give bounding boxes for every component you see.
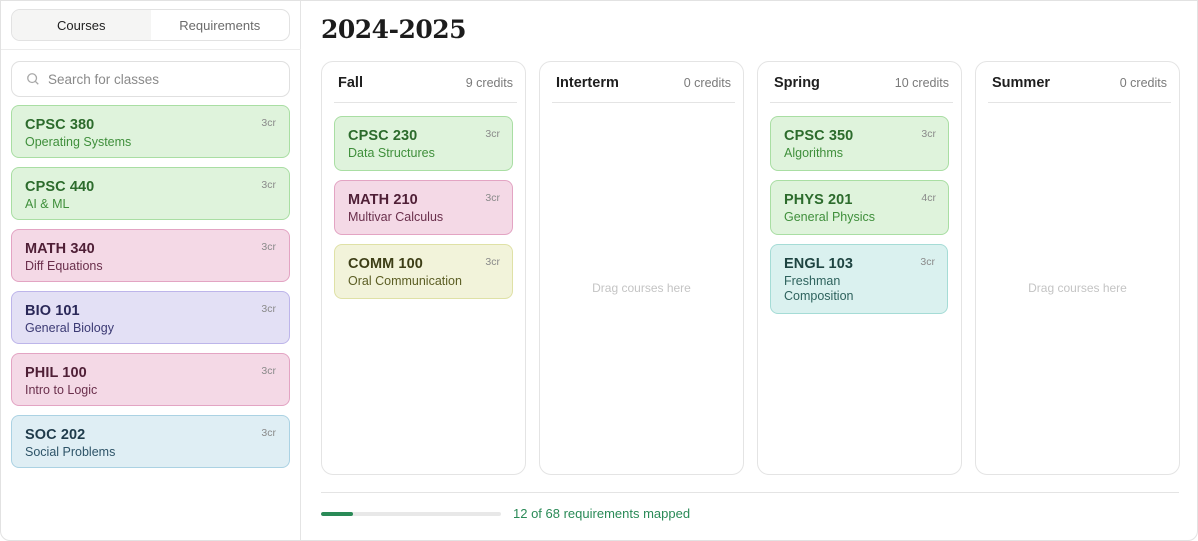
- progress-label: 12 of 68 requirements mapped: [513, 506, 691, 521]
- term-summer[interactable]: Summer 0 credits Drag courses here: [975, 61, 1180, 475]
- course-code: SOC 202: [25, 427, 86, 443]
- course-name: AI & ML: [25, 197, 70, 211]
- course-code: CPSC 440: [25, 179, 95, 195]
- course-code: ENGL 103: [784, 256, 854, 272]
- course-name: Oral Communication: [348, 274, 462, 288]
- term-credits: 10 credits: [894, 76, 949, 90]
- course-code: MATH 340: [25, 241, 95, 257]
- sidebar-tabs: Courses Requirements: [11, 9, 290, 41]
- course-card[interactable]: PHYS 201 General Physics 4cr: [770, 180, 949, 235]
- term-name: Interterm: [556, 75, 619, 91]
- term-columns: Fall 9 credits CPSC 230 Data Structures …: [321, 61, 1180, 475]
- course-card[interactable]: COMM 100 Oral Communication 3cr: [334, 244, 513, 299]
- course-credits: 4cr: [921, 192, 936, 204]
- course-code: PHYS 201: [784, 192, 853, 208]
- term-dropzone[interactable]: Drag courses here: [552, 116, 731, 462]
- course-card[interactable]: MATH 210 Multivar Calculus 3cr: [334, 180, 513, 235]
- course-credits: 3cr: [261, 179, 276, 191]
- term-header: Interterm 0 credits: [552, 62, 735, 103]
- term-name: Summer: [992, 75, 1051, 91]
- course-name: General Physics: [784, 210, 876, 224]
- requirements-progress-bar: [321, 512, 501, 516]
- course-card[interactable]: BIO 101 General Biology 3cr: [11, 291, 290, 344]
- term-credits: 9 credits: [465, 76, 513, 90]
- course-card[interactable]: CPSC 350 Algorithms 3cr: [770, 116, 949, 171]
- empty-drop-hint: Drag courses here: [592, 281, 691, 295]
- course-credits: 3cr: [261, 241, 276, 253]
- course-name: General Biology: [25, 321, 114, 335]
- course-credits: 3cr: [261, 303, 276, 315]
- course-list: CPSC 380 Operating Systems 3cr CPSC 440 …: [11, 105, 290, 477]
- course-credits: 3cr: [920, 256, 935, 268]
- course-credits: 3cr: [261, 365, 276, 377]
- planner-main: 2024-2025 Fall 9 credits CPSC 230 Data S…: [301, 1, 1197, 540]
- course-name: Social Problems: [25, 445, 116, 459]
- term-dropzone[interactable]: Drag courses here: [988, 116, 1167, 462]
- course-card[interactable]: CPSC 440 AI & ML 3cr: [11, 167, 290, 220]
- search-box[interactable]: [11, 61, 290, 97]
- course-code: COMM 100: [348, 256, 423, 272]
- sidebar-divider: [1, 49, 301, 50]
- term-credits: 0 credits: [683, 76, 731, 90]
- course-name: Freshman Composition: [784, 274, 854, 303]
- course-code: PHIL 100: [25, 365, 87, 381]
- page-title: 2024-2025: [321, 15, 467, 44]
- course-code: BIO 101: [25, 303, 80, 319]
- course-card[interactable]: ENGL 103 Freshman Composition 3cr: [770, 244, 948, 314]
- empty-drop-hint: Drag courses here: [1028, 281, 1127, 295]
- course-name: Multivar Calculus: [348, 210, 444, 224]
- progress-fill: [321, 512, 353, 516]
- term-interterm[interactable]: Interterm 0 credits Drag courses here: [539, 61, 744, 475]
- course-name: Diff Equations: [25, 259, 103, 273]
- course-name: Data Structures: [348, 146, 435, 160]
- term-dropzone[interactable]: CPSC 350 Algorithms 3cr PHYS 201 General…: [770, 116, 949, 462]
- course-credits: 3cr: [485, 256, 500, 268]
- course-name: Algorithms: [784, 146, 844, 160]
- course-name: Intro to Logic: [25, 383, 98, 397]
- term-name: Fall: [338, 75, 363, 91]
- tab-courses[interactable]: Courses: [12, 10, 151, 40]
- course-card[interactable]: SOC 202 Social Problems 3cr: [11, 415, 290, 468]
- course-code: CPSC 350: [784, 128, 854, 144]
- course-name: Operating Systems: [25, 135, 132, 149]
- course-credits: 3cr: [921, 128, 936, 140]
- search-input[interactable]: [48, 71, 268, 87]
- footer-divider: [321, 492, 1179, 493]
- course-card[interactable]: CPSC 230 Data Structures 3cr: [334, 116, 513, 171]
- course-code: CPSC 380: [25, 117, 95, 133]
- term-header: Fall 9 credits: [334, 62, 517, 103]
- course-code: MATH 210: [348, 192, 418, 208]
- course-credits: 3cr: [261, 427, 276, 439]
- course-card[interactable]: PHIL 100 Intro to Logic 3cr: [11, 353, 290, 406]
- term-credits: 0 credits: [1119, 76, 1167, 90]
- course-card[interactable]: CPSC 380 Operating Systems 3cr: [11, 105, 290, 158]
- course-credits: 3cr: [261, 117, 276, 129]
- term-name: Spring: [774, 75, 820, 91]
- term-header: Summer 0 credits: [988, 62, 1171, 103]
- sidebar: Courses Requirements CPSC 380 Operating …: [1, 1, 301, 540]
- course-code: CPSC 230: [348, 128, 418, 144]
- term-header: Spring 10 credits: [770, 62, 953, 103]
- search-icon: [27, 73, 39, 85]
- course-credits: 3cr: [485, 128, 500, 140]
- tab-requirements[interactable]: Requirements: [179, 17, 261, 33]
- term-spring[interactable]: Spring 10 credits CPSC 350 Algorithms 3c…: [757, 61, 962, 475]
- term-fall[interactable]: Fall 9 credits CPSC 230 Data Structures …: [321, 61, 526, 475]
- course-credits: 3cr: [485, 192, 500, 204]
- term-dropzone[interactable]: CPSC 230 Data Structures 3cr MATH 210 Mu…: [334, 116, 513, 462]
- course-card[interactable]: MATH 340 Diff Equations 3cr: [11, 229, 290, 282]
